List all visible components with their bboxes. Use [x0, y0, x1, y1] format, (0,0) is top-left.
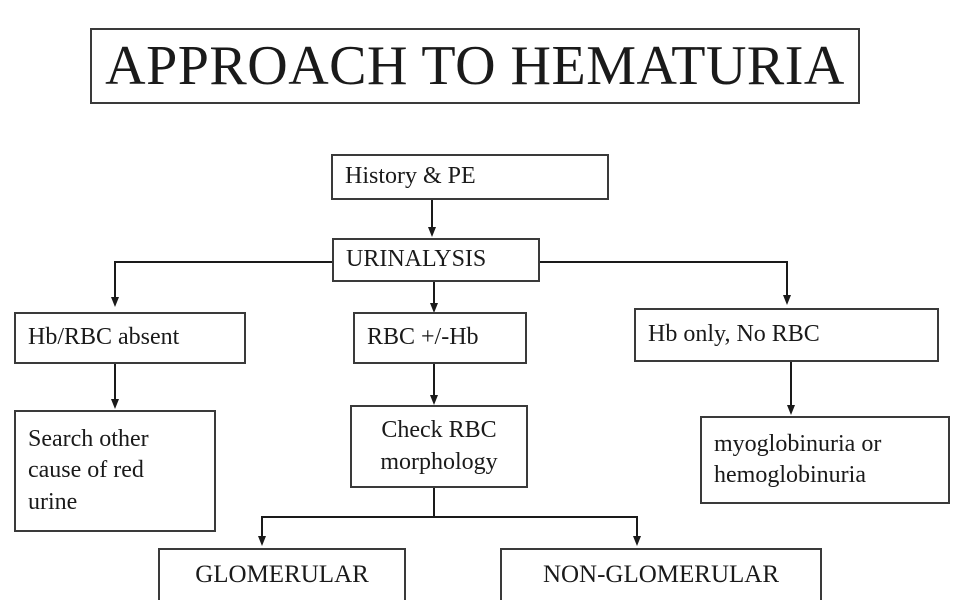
node-non-glomerular: NON-GLOMERULAR	[500, 548, 822, 600]
edge-urinalysis-hbonly	[540, 261, 791, 305]
node-urinalysis: URINALYSIS	[332, 238, 540, 282]
edge-check-nonglomerular	[434, 516, 641, 546]
edge-urinalysis-absent	[111, 261, 332, 307]
title-box: APPROACH TO HEMATURIA	[90, 28, 860, 104]
edge-check-glomerular	[258, 516, 434, 546]
node-hb-rbc-absent: Hb/RBC absent	[14, 312, 246, 364]
page-title: APPROACH TO HEMATURIA	[105, 35, 845, 97]
node-rbc-hb: RBC +/-Hb	[353, 312, 527, 364]
node-check-rbc-morphology: Check RBC morphology	[350, 405, 528, 488]
node-myoglobinuria: myoglobinuria or hemoglobinuria	[700, 416, 950, 504]
node-glomerular: GLOMERULAR	[158, 548, 406, 600]
node-hb-only: Hb only, No RBC	[634, 308, 939, 362]
node-history-pe: History & PE	[331, 154, 609, 200]
node-search-other-cause: Search other cause of red urine	[14, 410, 216, 532]
